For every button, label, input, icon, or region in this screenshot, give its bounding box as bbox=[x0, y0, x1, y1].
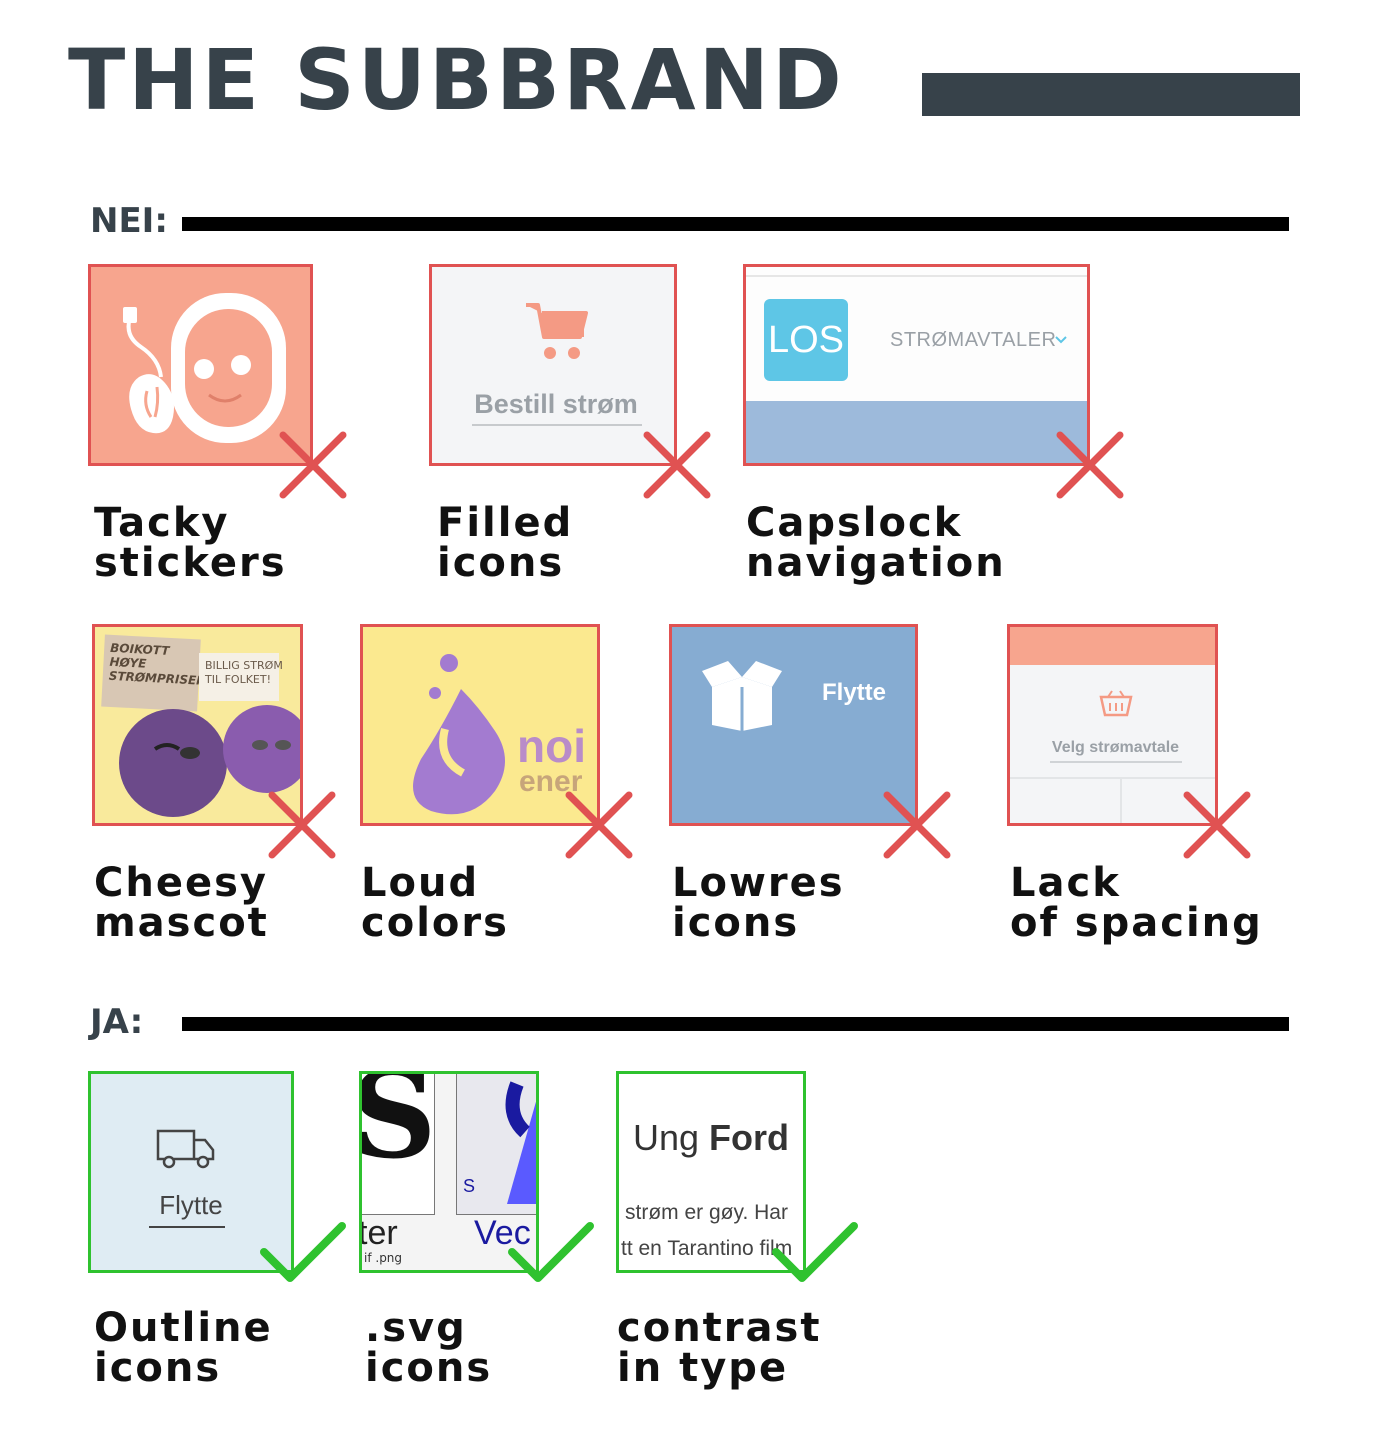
no-section-rule bbox=[182, 217, 1289, 231]
yes-section-rule bbox=[182, 1017, 1289, 1031]
page-title: THE SUBBRAND bbox=[68, 31, 845, 129]
raster-glyph: S bbox=[362, 1074, 434, 1176]
body-line-2: tt en Tarantino film bbox=[621, 1237, 793, 1260]
caption-lack-of-spacing: Lack of spacing bbox=[1010, 860, 1263, 946]
outline-icon-label: Flytte bbox=[159, 1190, 223, 1220]
mascot-illustration bbox=[119, 705, 300, 817]
yes-section-label: JA: bbox=[90, 1002, 144, 1042]
cross-icon bbox=[268, 791, 336, 859]
los-logo: LOS bbox=[764, 299, 848, 381]
cross-icon bbox=[643, 431, 711, 499]
caption-outline-icons: Outline icons bbox=[94, 1305, 273, 1391]
contrast-headline: Ung Ford bbox=[633, 1120, 789, 1156]
header-strip bbox=[1010, 627, 1215, 665]
thumb-loud-colors: noi ener bbox=[360, 624, 600, 826]
caption-contrast-in-type: contrast in type bbox=[617, 1305, 822, 1391]
thumb-lack-of-spacing: Velg strømavtale bbox=[1007, 624, 1218, 826]
thumb-filled-icons: Bestill strøm bbox=[429, 264, 677, 466]
nav-item-label: STRØMAVTALER bbox=[890, 329, 1057, 351]
caption-cheesy-mascot: Cheesy mascot bbox=[94, 860, 269, 946]
thumb-svg-icons: S S ter if .png Vec bbox=[359, 1071, 539, 1273]
headline-light: Ung bbox=[633, 1117, 710, 1158]
caption-svg-icons: .svg icons bbox=[365, 1305, 493, 1391]
vector-label: Vec bbox=[474, 1214, 531, 1252]
check-icon bbox=[508, 1222, 594, 1282]
thumb-tacky-stickers bbox=[88, 264, 313, 466]
raster-format: if .png bbox=[364, 1251, 403, 1265]
cross-icon bbox=[883, 791, 951, 859]
caption-tacky-stickers: Tacky stickers bbox=[94, 500, 287, 586]
cross-icon bbox=[279, 431, 347, 499]
check-icon bbox=[260, 1222, 346, 1282]
brand-word-top: noi bbox=[517, 720, 586, 772]
basket-icon bbox=[1099, 690, 1133, 717]
body-line-1: strøm er gøy. Har bbox=[625, 1201, 788, 1224]
droplet-logo bbox=[413, 654, 505, 815]
cart-icon bbox=[526, 303, 588, 359]
svg-text:S: S bbox=[463, 1176, 475, 1196]
lowres-icon-label: Flytte bbox=[822, 679, 887, 706]
caption-lowres-icons: Lowres icons bbox=[672, 860, 845, 946]
thumb-outline-icons: Flytte bbox=[88, 1071, 294, 1273]
caption-loud-colors: Loud colors bbox=[361, 860, 509, 946]
cross-icon bbox=[1056, 431, 1124, 499]
brand-word-bottom: ener bbox=[519, 765, 583, 798]
raster-label: ter bbox=[359, 1214, 398, 1252]
no-section-label: NEI: bbox=[90, 201, 168, 241]
title-bar-decoration bbox=[922, 73, 1300, 116]
chevron-down-icon bbox=[1055, 336, 1067, 344]
label-underline bbox=[472, 424, 642, 426]
caption-capslock-navigation: Capslock navigation bbox=[746, 500, 1006, 586]
truck-icon bbox=[156, 1129, 215, 1169]
thumb-lowres-icons: Flytte bbox=[669, 624, 918, 826]
check-icon bbox=[772, 1222, 858, 1282]
sticker-illustration bbox=[123, 293, 286, 443]
cross-icon bbox=[1183, 791, 1251, 859]
caption-filled-icons: Filled icons bbox=[437, 500, 574, 586]
protest-sign-right: BILLIG STRØM TIL FOLKET! bbox=[199, 653, 283, 701]
filled-icon-label: Bestill strøm bbox=[474, 389, 638, 419]
moving-box-icon bbox=[702, 661, 782, 731]
sky-banner bbox=[746, 401, 1087, 463]
thumb-cheesy-mascot: BOIKOTT HØYE STRØMPRISER! BILLIG STRØM T… bbox=[92, 624, 303, 826]
crowded-label: Velg strømavtale bbox=[1051, 739, 1180, 756]
cross-icon bbox=[565, 791, 633, 859]
thumb-contrast-in-type: Ung Ford strøm er gøy. Har tt en Taranti… bbox=[616, 1071, 806, 1273]
thumb-capslock-navigation: LOS STRØMAVTALER bbox=[743, 264, 1090, 466]
headline-bold: Ford bbox=[709, 1117, 790, 1158]
vector-glyph: S bbox=[463, 1081, 536, 1204]
